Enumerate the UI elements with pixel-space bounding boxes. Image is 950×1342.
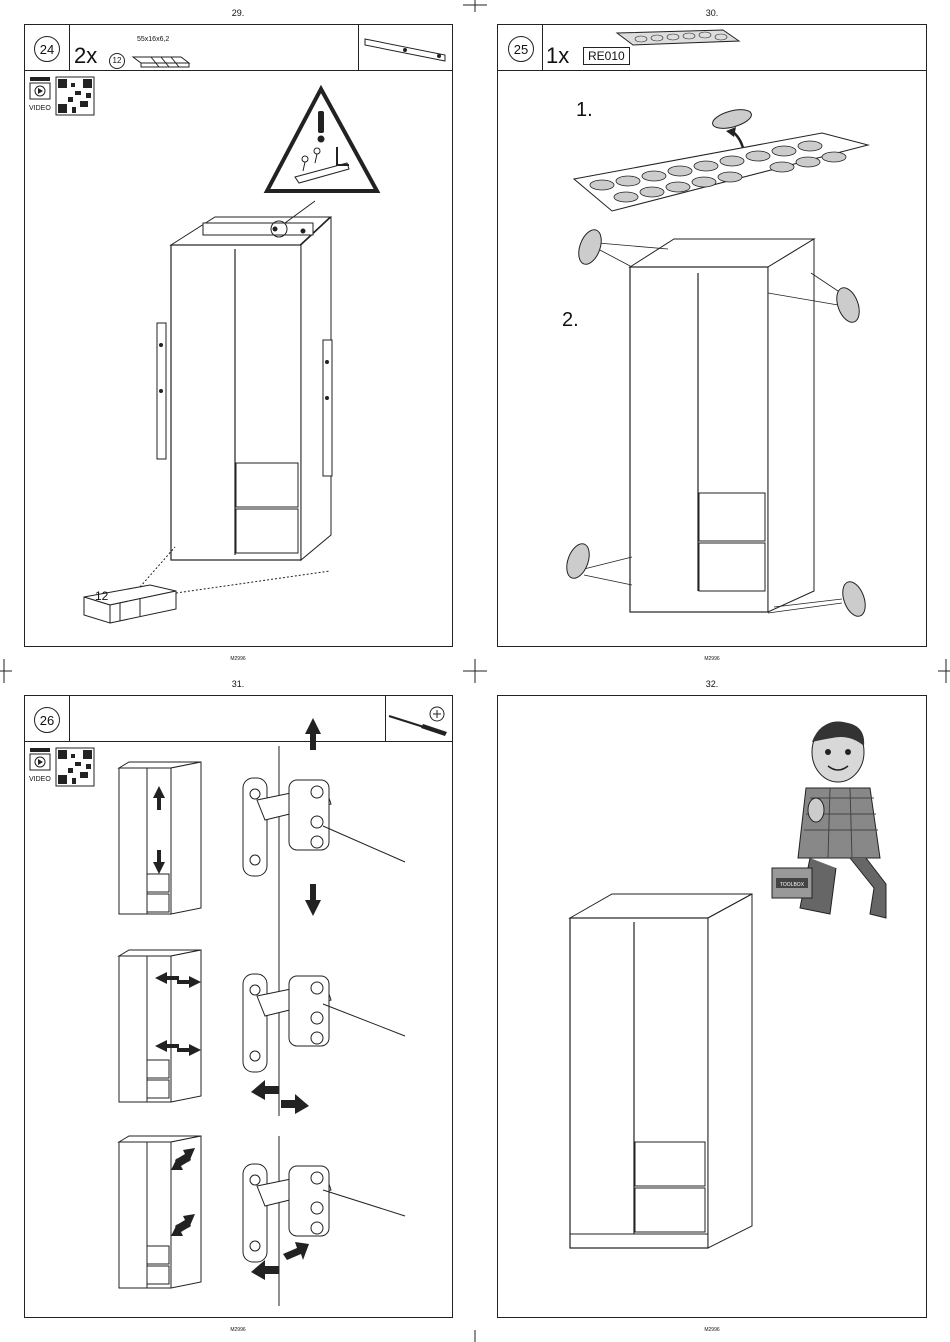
step-number: 26: [34, 707, 60, 733]
wood-block-icon: [131, 47, 191, 69]
felt-pad-leader-lines: [498, 25, 928, 648]
page-footer: M2996: [218, 656, 258, 662]
header-divider-right: [358, 25, 359, 71]
side-level-left: [155, 321, 169, 461]
assembled-wardrobe-illustration: [568, 892, 768, 1262]
page-number: 30.: [692, 8, 732, 18]
step-number: 24: [34, 36, 60, 62]
completion-panel: TOOLBOX: [497, 695, 927, 1318]
page-footer: M2996: [218, 1327, 258, 1333]
handyman-mascot-illustration: TOOLBOX: [770, 718, 900, 928]
step-header: 26: [25, 696, 452, 742]
part-quantity: 2x: [74, 43, 97, 69]
page-number: 32.: [692, 679, 732, 689]
warning-triangle-icon: [265, 85, 385, 195]
callout-number: 12: [95, 589, 108, 603]
instruction-panel-step-26: 26 VIDEO: [24, 695, 453, 1318]
screwdriver-icon: [387, 702, 451, 738]
instruction-panel-step-24: 24 2x 12 55x16x6,2 VIDEO: [24, 24, 453, 647]
page-number: 29.: [218, 8, 258, 18]
step-header: 24 2x 12 55x16x6,2: [25, 25, 452, 71]
part-number-circle: 12: [109, 53, 125, 69]
page-footer: M2996: [692, 656, 732, 662]
header-divider: [69, 696, 70, 742]
hinge-adjustment-diagrams: [25, 746, 454, 1316]
toolbox-label: TOOLBOX: [780, 882, 805, 888]
header-divider: [69, 25, 70, 71]
side-level-right: [321, 338, 335, 478]
spirit-level-icon: [363, 33, 451, 63]
instruction-panel-step-25: 25 1x RE010 1. 2.: [497, 24, 927, 647]
page-number: 31.: [218, 679, 258, 689]
wood-blocks-pile: [80, 565, 380, 635]
video-label: VIDEO: [29, 105, 51, 112]
header-divider-right: [385, 696, 386, 742]
part-size: 55x16x6,2: [137, 36, 169, 43]
page-footer: M2996: [692, 1327, 732, 1333]
